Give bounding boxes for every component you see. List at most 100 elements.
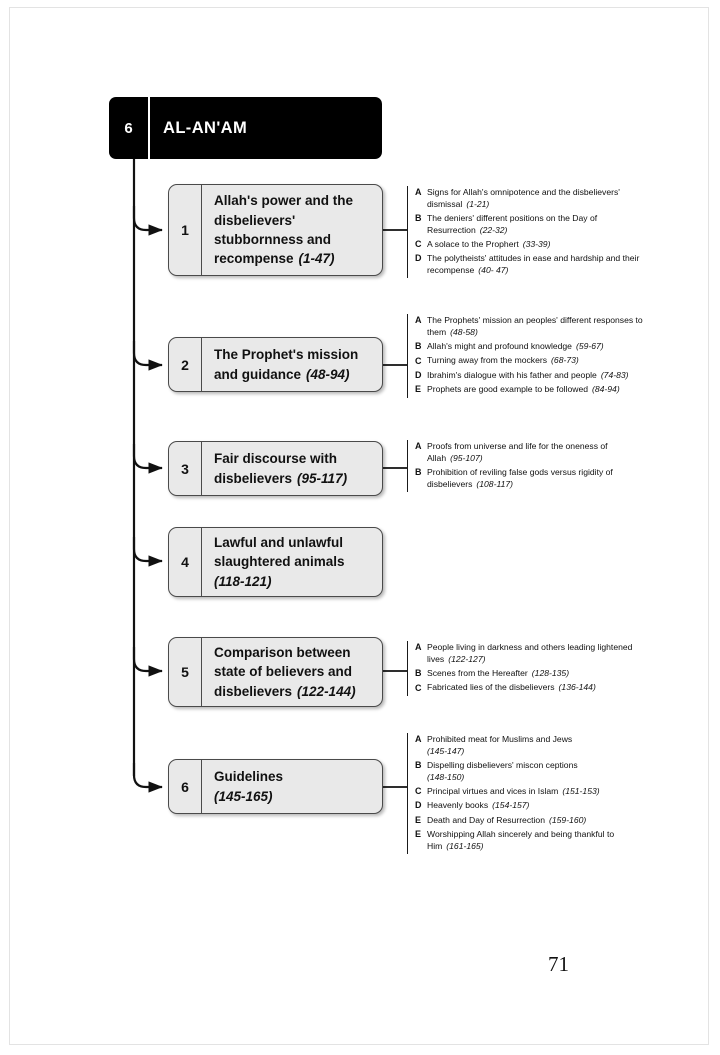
section-title: Allah's power and the disbelievers' stub… [214, 193, 353, 267]
detail-range: (122-127) [448, 654, 486, 665]
section-title: Comparison between state of believers an… [214, 644, 353, 699]
detail-text-wrap: A solace to the Prophert(33-39) [427, 238, 645, 250]
detail-range: (161-165) [446, 841, 484, 852]
detail-text: Prohibited meat for Muslims and Jews [427, 734, 573, 744]
detail-item: B Dispelling disbelievers' miscon ceptio… [415, 759, 645, 783]
detail-item: B Allah's might and profound knowledge(5… [415, 340, 645, 353]
detail-text-wrap: Worshipping Allah sincerely and being th… [427, 828, 645, 852]
detail-text-wrap: Heavenly books(154-157) [427, 799, 645, 811]
detail-range: (84-94) [592, 384, 620, 395]
detail-letter: A [415, 315, 422, 326]
detail-letter: D [415, 370, 422, 380]
detail-text-wrap: People living in darkness and others lea… [427, 641, 645, 665]
section-number: 1 [169, 185, 202, 275]
detail-item: B The deniers' different positions on th… [415, 212, 645, 236]
detail-range: (59-67) [575, 340, 604, 351]
section-verse-range: (118-121) [214, 573, 272, 589]
detail-letter: C [415, 786, 422, 796]
section-box[interactable]: 6 Guidelines(145-165) [168, 759, 383, 814]
section-box[interactable]: 2 The Prophet's mission and guidance(48-… [168, 337, 383, 392]
detail-range: (159-160) [549, 814, 587, 825]
detail-letter: D [415, 800, 422, 811]
detail-text-wrap: Dispelling disbelievers' miscon ceptions… [427, 759, 645, 783]
detail-range: (108-117) [476, 479, 514, 490]
section-box[interactable]: 1 Allah's power and the disbelievers' st… [168, 184, 383, 276]
detail-text: Allah's might and profound knowledge [427, 340, 572, 351]
section-title-wrap: Guidelines(145-165) [202, 760, 382, 813]
page-frame [9, 7, 709, 1045]
section-title: Guidelines [214, 769, 284, 785]
detail-letter: B [415, 467, 422, 478]
detail-item: C Principal virtues and vices in Islam(1… [415, 785, 645, 798]
detail-letter: B [415, 668, 422, 679]
detail-text: A solace to the Prophert [427, 238, 519, 249]
detail-list: A Proofs from universe and life for the … [407, 440, 645, 492]
detail-letter: E [415, 829, 422, 840]
detail-text: Worshipping Allah sincerely and being th… [427, 829, 615, 852]
detail-letter: E [415, 814, 422, 825]
page-number: 71 [548, 952, 569, 976]
detail-letter: C [415, 682, 422, 693]
detail-text-wrap: The Prophets' mission an peoples' differ… [427, 314, 645, 338]
detail-text: The polytheists' attitudes in ease and h… [427, 253, 640, 276]
chapter-title: AL-AN'AM [163, 118, 248, 137]
detail-text-wrap: Prophets are good example to be followed… [427, 383, 645, 395]
detail-range: (148-150) [427, 772, 465, 783]
detail-item: E Death and Day of Resurrection(159-160) [415, 814, 645, 827]
detail-list: A People living in darkness and others l… [407, 641, 645, 696]
detail-item: A The Prophets' mission an peoples' diff… [415, 314, 645, 338]
section-title-wrap: Lawful and unlawful slaughtered animals (… [202, 528, 382, 596]
detail-item: C Turning away from the mockers(68-73) [415, 354, 645, 367]
detail-text-wrap: Prohibited meat for Muslims and Jews (145… [427, 733, 645, 757]
section-title: Fair discourse with disbelievers [214, 451, 338, 486]
detail-item: E Worshipping Allah sincerely and being … [415, 828, 645, 852]
detail-text: Dispelling disbelievers' miscon ceptions [427, 759, 578, 770]
detail-range: (68-73) [551, 355, 579, 366]
detail-item: D The polytheists' attitudes in ease and… [415, 252, 645, 276]
detail-text-wrap: Death and Day of Resurrection(159-160) [427, 814, 645, 826]
section-title-wrap: Fair discourse with disbelievers(95-117) [202, 442, 382, 495]
detail-range: (33-39) [522, 238, 551, 249]
section-box[interactable]: 3 Fair discourse with disbelievers(95-11… [168, 441, 383, 496]
chapter-header-bar: 6 AL-AN'AM [109, 97, 382, 159]
detail-text: Turning away from the mockers [427, 355, 548, 366]
detail-text: Proofs from universe and life for the on… [427, 441, 608, 464]
detail-range: (145-147) [427, 746, 465, 757]
detail-text-wrap: Fabricated lies of the disbelievers(136-… [427, 681, 645, 693]
detail-letter: B [415, 341, 422, 352]
detail-item: D Heavenly books(154-157) [415, 799, 645, 812]
detail-text-wrap: Signs for Allah's omnipotence and the di… [427, 186, 645, 210]
section-title: Lawful and unlawful slaughtered animals [214, 534, 345, 570]
section-title-wrap: The Prophet's mission and guidance(48-94… [202, 338, 382, 391]
detail-letter: A [415, 441, 422, 452]
detail-range: (154-157) [492, 800, 530, 811]
section-verse-range: (48-94) [306, 366, 350, 382]
detail-text-wrap: Scenes from the Hereafter(128-135) [427, 667, 645, 679]
detail-range: (22-32) [479, 225, 508, 236]
detail-range: (40- 47) [478, 265, 509, 276]
detail-letter: A [415, 642, 422, 653]
section-verse-range: (1-47) [298, 251, 335, 267]
detail-range: (136-144) [558, 682, 596, 693]
chapter-number: 6 [109, 97, 150, 159]
detail-text: Scenes from the Hereafter [427, 667, 528, 678]
detail-text: Signs for Allah's omnipotence and the di… [427, 187, 620, 210]
section-number: 4 [169, 528, 202, 596]
detail-letter: D [415, 253, 422, 264]
detail-item: B Prohibition of reviling false gods ver… [415, 466, 645, 490]
section-box[interactable]: 4 Lawful and unlawful slaughtered animal… [168, 527, 383, 597]
detail-range: (95-107) [450, 453, 483, 464]
section-number: 2 [169, 338, 202, 391]
detail-list: A The Prophets' mission an peoples' diff… [407, 314, 645, 398]
detail-text-wrap: Ibrahim's dialogue with his father and p… [427, 369, 645, 381]
detail-item: A People living in darkness and others l… [415, 641, 645, 665]
detail-text: Fabricated lies of the disbelievers [427, 682, 555, 693]
detail-letter: C [415, 239, 422, 249]
section-box[interactable]: 5 Comparison between state of believers … [168, 637, 383, 707]
detail-text: Ibrahim's dialogue with his father and p… [427, 369, 597, 380]
detail-text: Principal virtues and vices in Islam [427, 785, 559, 796]
detail-text-wrap: Proofs from universe and life for the on… [427, 440, 645, 464]
detail-text-wrap: The deniers' different positions on the … [427, 212, 645, 236]
detail-text-wrap: The polytheists' attitudes in ease and h… [427, 252, 645, 276]
